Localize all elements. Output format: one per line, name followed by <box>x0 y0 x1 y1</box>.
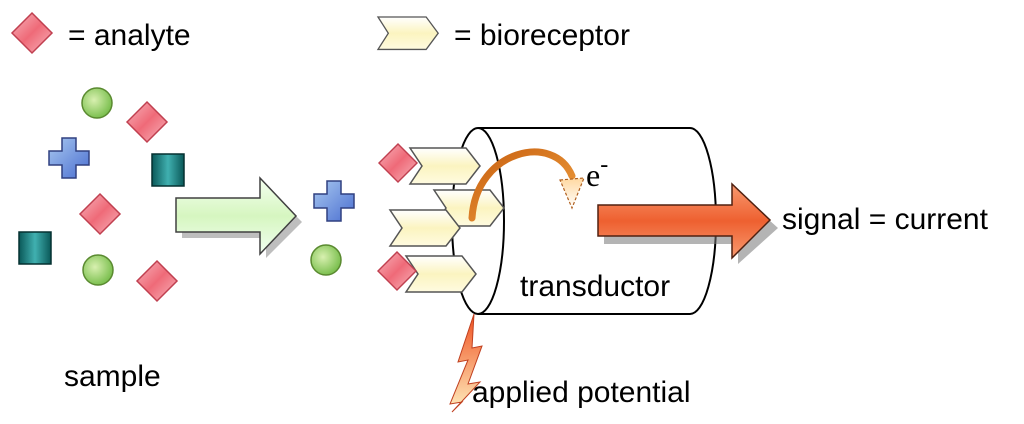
applied-potential-label: applied potential <box>472 376 691 409</box>
blue-cross-icon <box>313 180 355 222</box>
teal-square-icon <box>18 231 52 265</box>
green-circle-icon <box>81 87 113 119</box>
lightning-bolt-icon <box>449 313 483 413</box>
analyte-diamond-icon <box>79 193 121 235</box>
green-circle-icon <box>310 244 342 276</box>
signal-arrow <box>597 182 778 264</box>
electron-label: e- <box>586 152 608 193</box>
bioreceptor-icon <box>405 255 477 293</box>
teal-square-icon <box>151 153 185 187</box>
analyte-diamond-icon <box>136 260 178 302</box>
legend-analyte-label: = analyte <box>68 19 191 52</box>
bioreceptor-icon <box>409 147 481 185</box>
blue-cross-icon <box>48 137 90 179</box>
sample-label: sample <box>64 360 161 393</box>
analyte-diamond-icon <box>126 101 168 143</box>
legend-analyte-icon <box>11 12 53 54</box>
input-arrow <box>175 176 302 258</box>
bioreceptor-icon <box>389 209 461 247</box>
legend: = analyte = bioreceptor <box>11 12 630 54</box>
transductor-label: transductor <box>520 270 670 303</box>
sample-particles <box>18 87 185 302</box>
legend-bioreceptor-label: = bioreceptor <box>454 19 630 52</box>
legend-bioreceptor-icon <box>377 16 439 51</box>
green-circle-icon <box>82 254 114 286</box>
electron-transfer-arrow <box>468 148 585 222</box>
signal-label: signal = current <box>782 203 989 236</box>
